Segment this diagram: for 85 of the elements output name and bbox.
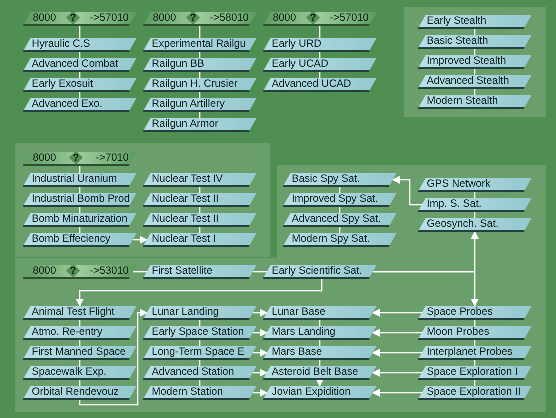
tech-box: Industrial Uranium (23, 173, 137, 187)
tech-box: Early URD (263, 38, 377, 52)
tech-box: Early Scientific Sat. (263, 265, 377, 279)
tech-box: Asteroid Belt Base (263, 366, 377, 380)
arrow (253, 389, 268, 397)
arrow (372, 349, 422, 357)
tech-box: Early Exosuit (23, 78, 137, 92)
tech-box: Modern Station (143, 386, 257, 400)
tech-box: Interplanet Probes (418, 346, 532, 360)
tech-box: Long-Term Space E (143, 346, 257, 360)
connector-line (79, 26, 81, 38)
tech-box: Early Space Station (143, 326, 257, 340)
tech-box: Space Probes (418, 306, 532, 320)
tech-box: Moon Probes (418, 326, 532, 340)
tech-box: Orbital Rendevouz (23, 386, 137, 400)
tech-box: Early Stealth (418, 15, 532, 29)
connector-line (133, 271, 147, 273)
arrow (373, 271, 479, 307)
connector-line (199, 26, 201, 38)
tech-box: Spacewalk Exp. (23, 366, 137, 380)
tech-box: Animal Test Flight (23, 306, 137, 320)
arrow (76, 279, 323, 307)
cost-value: 8000 (33, 12, 56, 24)
cost-value: 8000 (273, 12, 296, 24)
tech-box: Nuclear Test I (143, 233, 257, 247)
arrow (372, 369, 422, 377)
tech-box: Bomb Effeciency (23, 233, 137, 247)
arrow (253, 309, 268, 317)
tech-box: First Satellite (143, 265, 257, 279)
tech-box: Space Exploration I (418, 366, 532, 380)
arrow (372, 309, 422, 317)
connector-line (253, 271, 267, 273)
arrow (253, 349, 268, 357)
arrow (372, 329, 422, 337)
tech-box: Advanced Station (143, 366, 257, 380)
tech-box: Railgun Artillery (143, 98, 257, 112)
tech-box: Experimental Railgu (143, 38, 257, 52)
tech-box: Lunar Base (263, 306, 377, 320)
tech-box: Basic Spy Sat. (283, 173, 397, 187)
target-value: ->53010 (90, 266, 129, 276)
tech-box: Advanced Stealth (418, 75, 532, 89)
tech-box: Lunar Landing (143, 306, 257, 320)
tech-box: Mars Base (263, 346, 377, 360)
tech-box: Hyraulic C.S (23, 38, 137, 52)
tech-box: Mars Landing (263, 326, 377, 340)
tech-box: Geosynch. Sat. (418, 218, 532, 232)
arrow (392, 176, 422, 206)
tech-box: Improved Stealth (418, 55, 532, 69)
tech-box: Advanced Spy Sat. (283, 213, 397, 227)
tech-box: Bomb Minaturization (23, 213, 137, 227)
tech-box: Advanced Combat (23, 58, 137, 72)
tech-box: Early UCAD (263, 58, 377, 72)
tech-box: Advanced Exo. (23, 98, 137, 112)
tech-box: GPS Network (418, 178, 532, 192)
cost-value: 8000 (33, 152, 56, 164)
tech-box: Modern Stealth (418, 95, 532, 109)
tech-box: Advanced UCAD (263, 78, 377, 92)
connector-line (319, 26, 321, 38)
tech-box: Industrial Bomb Prod (23, 193, 137, 207)
tech-box: Imp. S. Sat. (418, 198, 532, 212)
arrow (316, 379, 324, 387)
tech-box: Space Exploration II (418, 386, 532, 400)
cost-value: 8000 (153, 12, 176, 24)
target-value: ->7010 (96, 152, 129, 164)
target-value: ->57010 (90, 12, 129, 24)
tech-box: First Manned Space (23, 346, 137, 360)
arrow (253, 329, 268, 337)
tech-box: Nuclear Test II (143, 193, 257, 207)
tech-box: Nuclear Test IV (143, 173, 257, 187)
arrow (133, 236, 148, 244)
target-value: ->57010 (330, 12, 369, 24)
tech-box: Railgun H. Crusier (143, 78, 257, 92)
arrow (253, 369, 268, 377)
arrow (372, 389, 422, 397)
tech-box: Modern Spy Sat. (283, 233, 397, 247)
tech-box: Atmo. Re-entry (23, 326, 137, 340)
tech-box: Nuclear Test II (143, 213, 257, 227)
tech-box: Railgun Armor (143, 118, 257, 132)
arrow (79, 309, 148, 406)
cost-value: 8000 (33, 266, 56, 276)
target-value: ->58010 (210, 12, 249, 24)
tech-box: Railgun BB (143, 58, 257, 72)
tech-box: Jovian Expidition (263, 386, 377, 400)
tech-box: Basic Stealth (418, 35, 532, 49)
tech-box: Improved Spy Sat. (283, 193, 397, 207)
